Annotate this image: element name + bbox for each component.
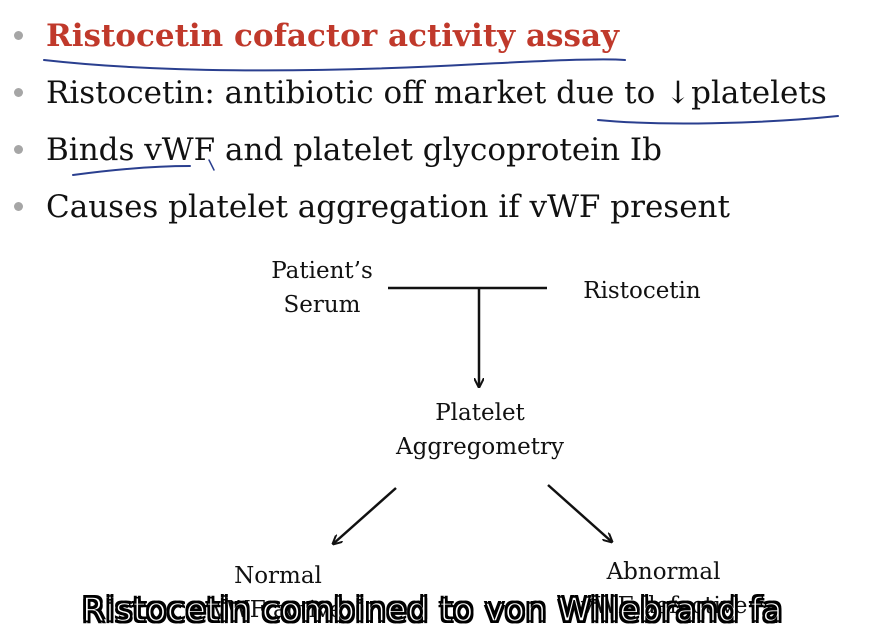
arrow-to-normal — [333, 487, 397, 544]
bullet-list: Ristocetin cofactor activity assay Risto… — [14, 14, 864, 242]
bullet-item: Ristocetin: antibiotic off market due to… — [14, 71, 864, 128]
bullet-dot-icon — [14, 145, 23, 154]
bullet-item-title: Ristocetin cofactor activity assay — [14, 14, 864, 71]
patient-serum-line1: Patient’s — [271, 258, 373, 284]
bullet-text: Ristocetin: antibiotic off market due to… — [46, 75, 827, 111]
abnormal-line1: Abnormal — [606, 559, 721, 585]
bullet-item: Binds vWF and platelet glycoprotein Ib — [14, 128, 864, 185]
normal-label: Normal vWF active — [208, 559, 348, 625]
patient-serum-label: Patient’s Serum — [262, 254, 382, 322]
abnormal-line2: vWF defective — [581, 593, 748, 619]
aggregometry-line1: Platelet — [435, 400, 525, 426]
aggregometry-label: Platelet Aggregometry — [385, 396, 575, 464]
normal-line2: vWF active — [213, 597, 343, 623]
arrow-to-abnormal — [547, 484, 612, 542]
bullet-text: Binds vWF and platelet glycoprotein Ib — [46, 132, 663, 168]
slide-title: Ristocetin cofactor activity assay — [46, 18, 620, 54]
bullet-text: Causes platelet aggregation if vWF prese… — [46, 189, 730, 225]
abnormal-label: Abnormal vWF defective — [581, 555, 748, 623]
bullet-dot-icon — [14, 88, 23, 97]
aggregometry-line2: Aggregometry — [396, 434, 564, 460]
subtitle-caption: Ristocetin combined to von Willebrand fa — [0, 594, 872, 625]
normal-line1: Normal — [234, 563, 322, 589]
bullet-dot-icon — [14, 202, 23, 211]
ristocetin-label: Ristocetin — [583, 278, 701, 304]
patient-serum-line2: Serum — [283, 292, 361, 318]
bullet-dot-icon — [14, 31, 23, 40]
caption-text: Ristocetin combined to von Willebrand fa — [81, 594, 784, 625]
bullet-item: Causes platelet aggregation if vWF prese… — [14, 185, 864, 242]
